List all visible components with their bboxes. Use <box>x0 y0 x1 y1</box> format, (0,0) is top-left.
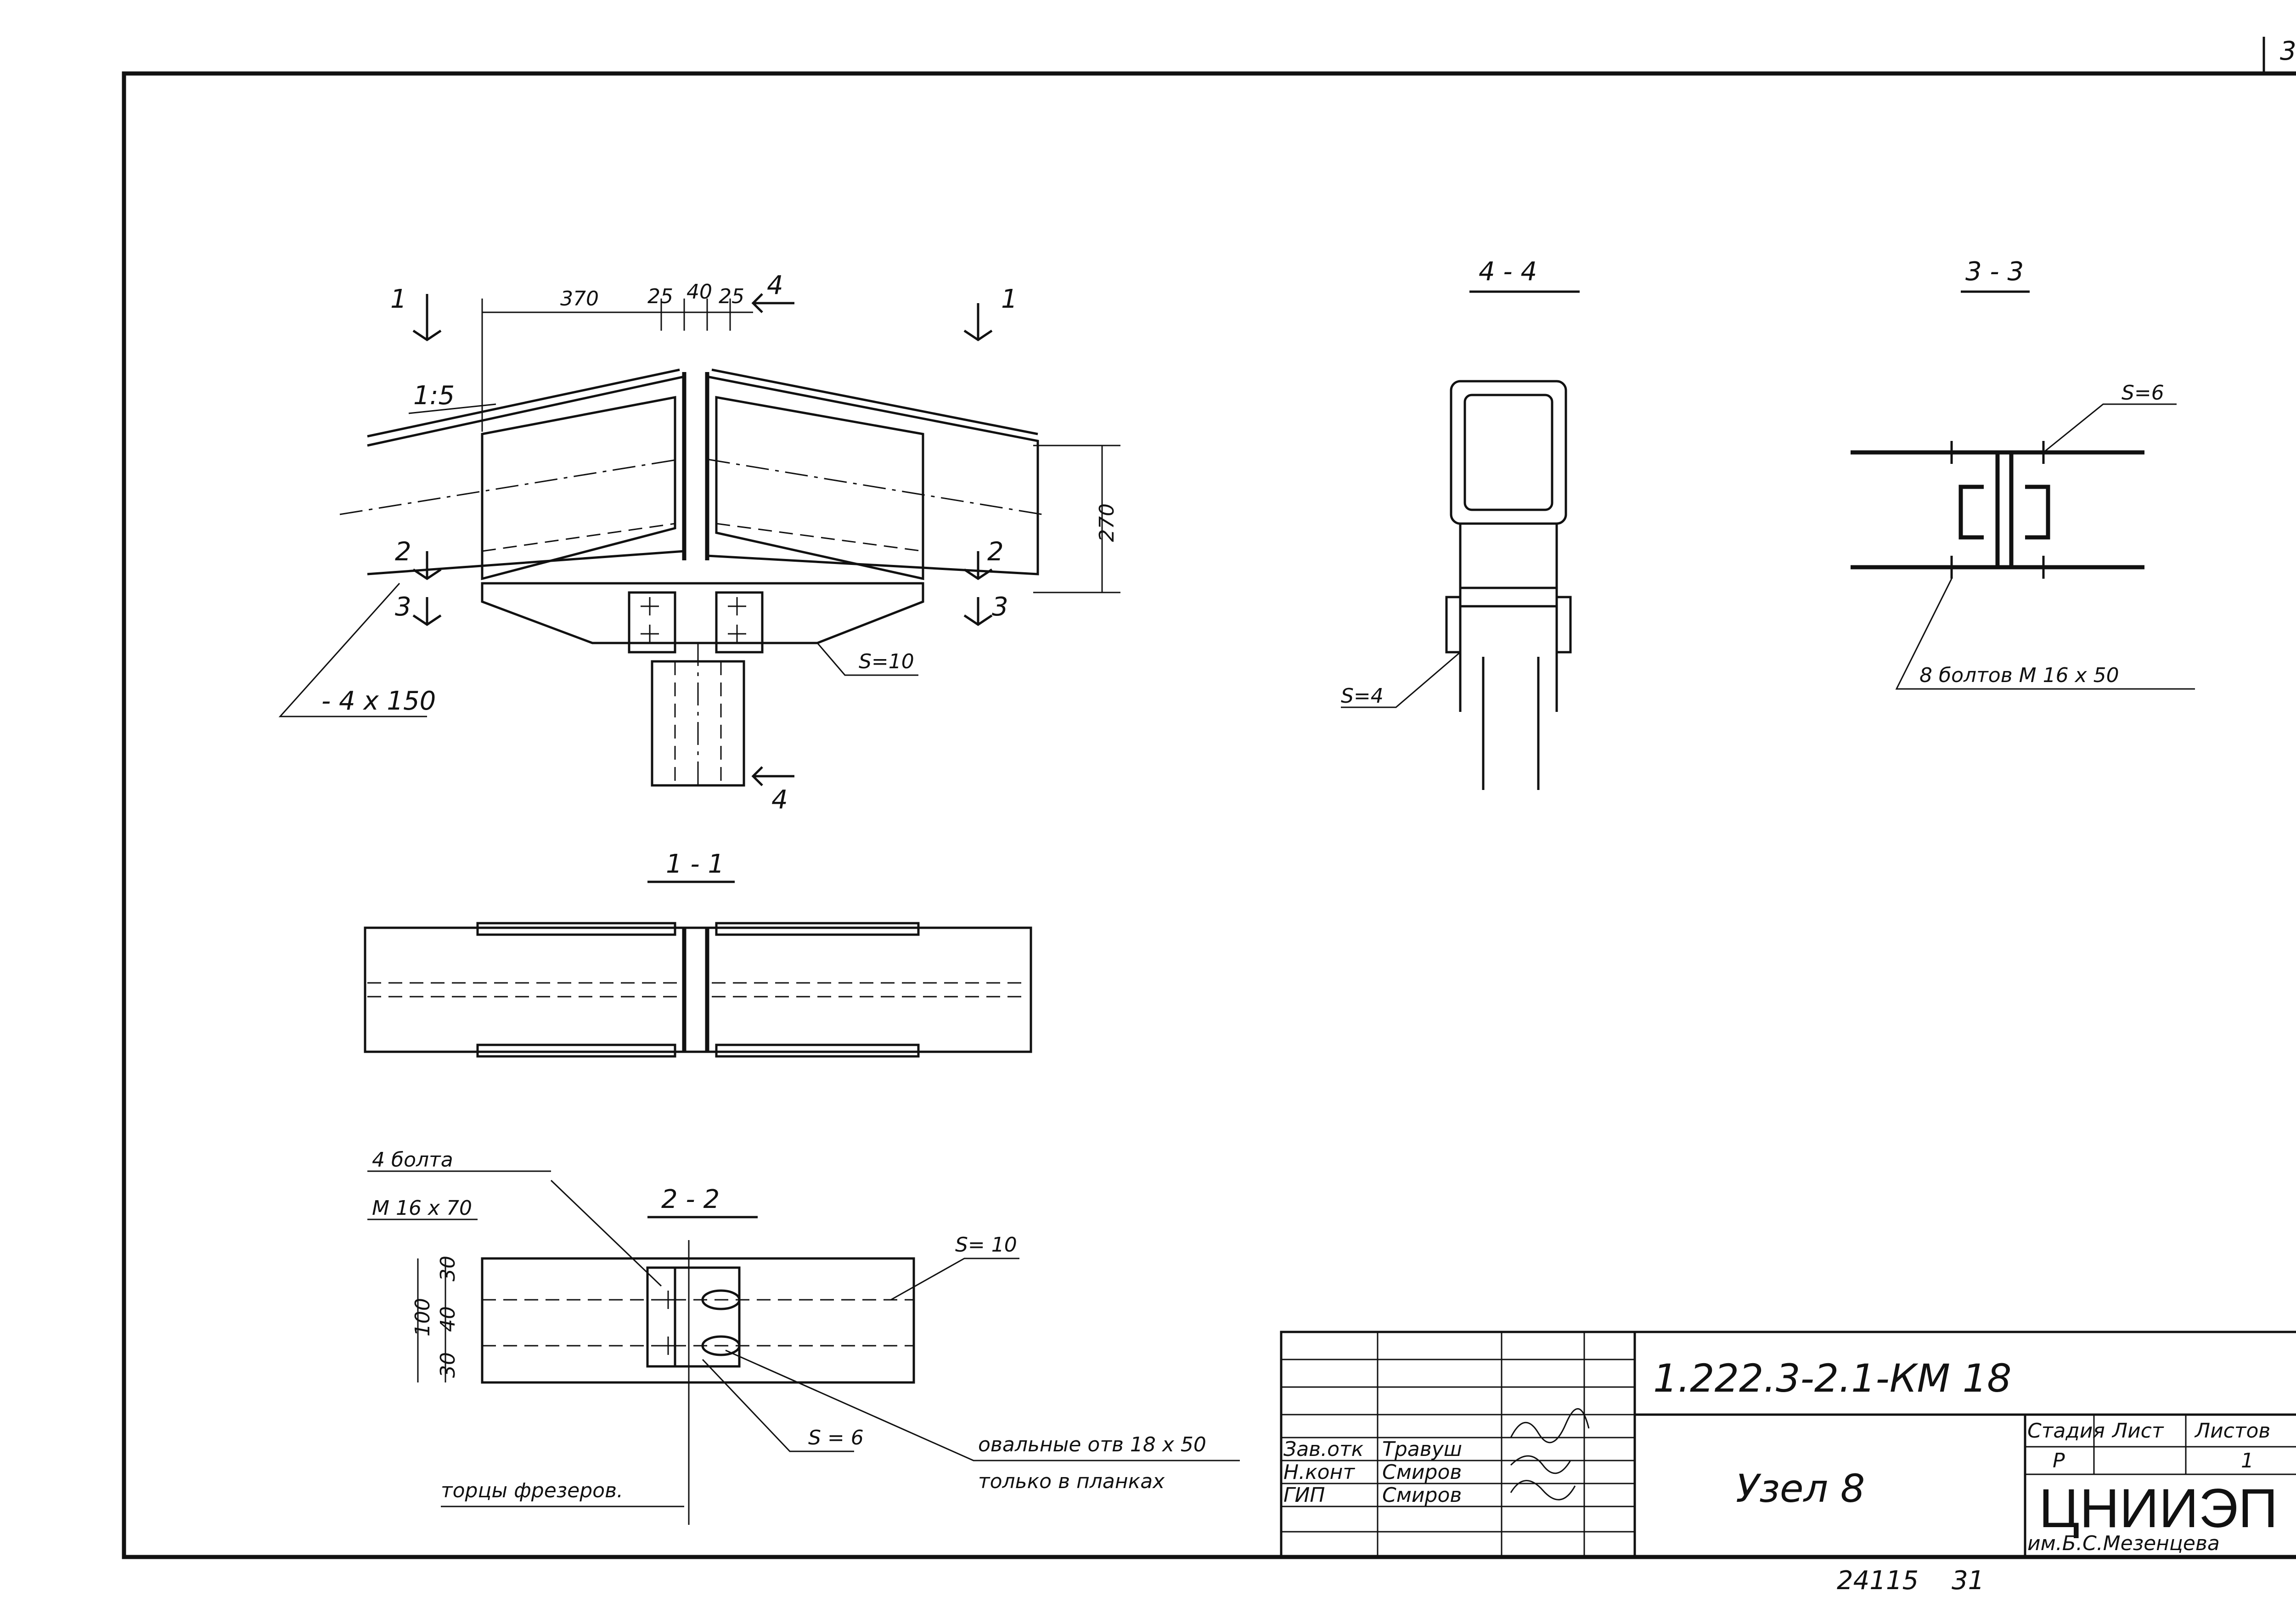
section-3-3-thickness: S=6 <box>2122 381 2164 405</box>
section-mark-1-right: 1 <box>1001 284 1018 314</box>
gusset-thickness-label: S=10 <box>859 650 914 673</box>
section-4-4-thickness: S=4 <box>1341 684 1384 708</box>
name-head-dept: Травуш <box>1382 1438 1462 1461</box>
section-1-1-title: 1 - 1 <box>666 849 724 879</box>
sheets-value: 1 <box>2241 1449 2254 1472</box>
dim-270: 270 <box>1095 503 1119 542</box>
section-4-4-title: 4 - 4 <box>1479 257 1537 287</box>
footer-right-number: 31 <box>1952 1566 1984 1596</box>
section-2-2-s6: S = 6 <box>808 1426 864 1450</box>
section-3-3-view <box>1851 290 2195 690</box>
role-head-dept: Зав.отк <box>1283 1438 1364 1461</box>
section-mark-3-right: 3 <box>992 592 1008 622</box>
footer-left-number: 24115 <box>1837 1566 1919 1596</box>
sheet-frame <box>122 37 2296 1559</box>
section-2-2-s10: S= 10 <box>955 1233 1017 1257</box>
sheet-header: Лист <box>2111 1419 2164 1443</box>
section-2-2-view <box>367 1170 1240 1525</box>
oval-holes-note-2: только в планках <box>978 1470 1165 1493</box>
section-3-3-bolts-note: 8 болтов М 16 х 50 <box>1919 664 2119 687</box>
drawing-code: 1.222.3-2.1-КМ 18 <box>1653 1356 2012 1401</box>
section-mark-2-right: 2 <box>987 537 1004 567</box>
dim-40: 40 <box>687 280 712 304</box>
title-block <box>1280 1331 2296 1558</box>
organization-subtitle: им.Б.С.Мезенцева <box>2027 1532 2220 1555</box>
section-4-4-view <box>1341 290 1580 790</box>
section-mark-4-top: 4 <box>767 271 783 300</box>
slope-label: 1:5 <box>413 381 455 411</box>
corner-page-number: 30 <box>2280 36 2296 66</box>
section-mark-1-left: 1 <box>390 284 407 314</box>
stage-value: Р <box>2053 1449 2065 1472</box>
dim-40: 40 <box>436 1306 460 1332</box>
bolts-count-label: 4 болта <box>372 1148 453 1172</box>
stage-header: Стадия <box>2027 1419 2105 1443</box>
section-mark-4-bottom: 4 <box>771 785 788 815</box>
strip-plate-label: - 4 x 150 <box>321 686 436 716</box>
section-3-3-title: 3 - 3 <box>1965 257 2024 287</box>
main-node-view <box>278 293 1120 790</box>
section-mark-3-left: 3 <box>395 592 411 622</box>
organization-name: ЦНИИЭП <box>2039 1478 2278 1539</box>
sheets-header: Листов <box>2194 1419 2270 1443</box>
dim-370: 370 <box>560 287 599 310</box>
name-norm-control: Смиров <box>1382 1461 1462 1484</box>
role-chief-engineer: ГИП <box>1283 1484 1325 1507</box>
section-1-1-view <box>364 880 1032 1058</box>
oval-holes-note: овальные отв 18 х 50 <box>978 1433 1206 1456</box>
section-2-2-title: 2 - 2 <box>661 1185 720 1214</box>
node-title: Узел 8 <box>1736 1466 1865 1511</box>
dim-30-top: 30 <box>436 1256 460 1281</box>
section-mark-2-left: 2 <box>395 537 411 567</box>
dim-25-right: 25 <box>719 285 744 308</box>
signature-marks <box>1510 1408 1590 1500</box>
dim-100: 100 <box>411 1298 434 1337</box>
name-chief-engineer: Смиров <box>1382 1484 1462 1507</box>
milled-ends-note: торцы фрезеров. <box>441 1479 623 1502</box>
bolt-size-label: М 16 х 70 <box>372 1196 472 1220</box>
role-norm-control: Н.конт <box>1283 1461 1355 1484</box>
dim-25-left: 25 <box>647 285 673 308</box>
dim-30-bottom: 30 <box>436 1352 460 1378</box>
